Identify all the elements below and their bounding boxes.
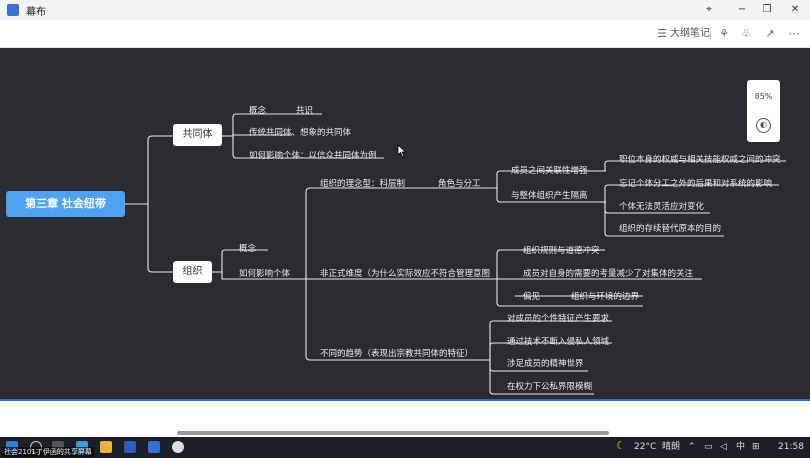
horizontal-scrollbar[interactable] bbox=[177, 431, 609, 435]
root-node[interactable]: 第三章 社会纽带 bbox=[6, 191, 125, 217]
public-private-node[interactable]: 在权力下公私界限模糊 bbox=[507, 382, 593, 392]
taskbar: ☾ 22°C 晴朗 ⌃ ▭ ◁ 中 ⊞ 21:58 bbox=[0, 437, 810, 458]
word-icon[interactable] bbox=[124, 441, 136, 453]
role-division-node[interactable]: 角色与分工 bbox=[438, 179, 481, 189]
zoom-level[interactable]: 85% bbox=[754, 92, 773, 101]
mindmap-connectors bbox=[125, 113, 786, 395]
relation-increase-node[interactable]: 成员之间关联性增强 bbox=[511, 166, 588, 176]
trend-node[interactable]: 不同的趋势（表现出宗教共同体的特征） bbox=[320, 349, 474, 359]
network-icon[interactable]: ▭ bbox=[704, 442, 713, 452]
app-logo-icon bbox=[7, 4, 19, 16]
spiritual-world-node[interactable]: 涉足成员的精神世界 bbox=[507, 359, 584, 369]
zoom-panel: 85% ◐ bbox=[747, 80, 780, 142]
community-concept-node[interactable]: 概念 bbox=[249, 106, 267, 116]
prejudice-node[interactable]: 偏见 bbox=[523, 292, 541, 302]
community-influence-node[interactable]: 如何影响个体：以信众共同体为例 bbox=[249, 151, 377, 161]
window-title: 幕布 bbox=[26, 7, 46, 18]
boundary-node[interactable]: 组织与环境的边界 bbox=[571, 292, 640, 302]
volume-icon[interactable]: ◁ bbox=[720, 442, 727, 452]
clock[interactable]: 21:58 bbox=[778, 442, 804, 452]
organization-influence-node[interactable]: 如何影响个体 bbox=[239, 269, 291, 279]
weather-label: 晴朗 bbox=[662, 442, 681, 452]
outline-icon[interactable]: ☰ bbox=[657, 27, 667, 40]
goal-substitution-node[interactable]: 组织的存续替代原本的目的 bbox=[619, 224, 722, 234]
maximize-button[interactable]: ❐ bbox=[762, 4, 772, 15]
ime-indicator[interactable]: 中 bbox=[736, 442, 746, 452]
canvas-bottom-border bbox=[0, 399, 810, 401]
rules-ethics-node[interactable]: 组织规则与道德冲突 bbox=[523, 246, 600, 256]
organization-node[interactable]: 组织 bbox=[173, 261, 212, 283]
weather-moon-icon: ☾ bbox=[616, 439, 626, 452]
close-button[interactable]: ✕ bbox=[790, 4, 800, 15]
outline-notes-button[interactable]: 大纲笔记 bbox=[670, 28, 710, 39]
authority-conflict-node[interactable]: 职位本身的权威与相关技能权威之间的冲突 bbox=[619, 155, 781, 165]
more-icon[interactable]: ⋯ bbox=[788, 27, 800, 40]
ideal-type-node[interactable]: 组织的理念型：科层制 bbox=[320, 179, 406, 189]
file-explorer-icon[interactable] bbox=[100, 441, 112, 453]
mindmap-icon[interactable]: ⚘ bbox=[719, 27, 729, 40]
share-icon[interactable]: ↗ bbox=[765, 27, 775, 40]
collaborate-icon[interactable]: ♧ bbox=[741, 27, 751, 40]
tray-chevron-icon[interactable]: ⌃ bbox=[688, 442, 696, 452]
tech-invasion-node[interactable]: 通过技术不断入侵私人领域 bbox=[507, 337, 610, 347]
pin-icon[interactable]: ⌖ bbox=[706, 4, 712, 15]
personality-demands-node[interactable]: 对成员的个性特征产生要求 bbox=[507, 314, 610, 324]
input-mode-icon[interactable]: ⊞ bbox=[752, 442, 760, 452]
cannot-adapt-node[interactable]: 个体无法灵活应对变化 bbox=[619, 202, 705, 212]
alienation-node[interactable]: 与整体组织产生隔离 bbox=[511, 191, 588, 201]
screen-share-caption: 社会2101丁伊函的共享屏幕 bbox=[2, 447, 94, 457]
forget-system-node[interactable]: 忘记个体分工之外的后果和对系统的影响 bbox=[619, 179, 773, 189]
self-needs-node[interactable]: 成员对自身的需要的考量减少了对集体的关注 bbox=[523, 269, 694, 279]
title-bar: 幕布 ⌖ − ❐ ✕ bbox=[0, 0, 810, 20]
mubu-app-icon[interactable] bbox=[148, 441, 160, 453]
temperature-label: 22°C bbox=[634, 442, 657, 452]
traditional-community-node[interactable]: 传统共同体、想象的共同体 bbox=[249, 128, 352, 138]
community-consensus-node[interactable]: 共识 bbox=[296, 106, 314, 116]
minimize-button[interactable]: − bbox=[737, 4, 747, 15]
mindmap-canvas[interactable]: 第三章 社会纽带 共同体 概念 共识 传统共同体、想象的共同体 如何影响个体：以… bbox=[0, 48, 810, 401]
organization-concept-node[interactable]: 概念 bbox=[239, 244, 257, 254]
toolbar-divider bbox=[710, 27, 711, 41]
toolbar: ☰ 大纲笔记 ⚘ ♧ ↗ ⋯ bbox=[0, 20, 810, 48]
theme-palette-icon[interactable]: ◐ bbox=[756, 118, 771, 133]
chrome-icon[interactable] bbox=[172, 441, 184, 453]
community-node[interactable]: 共同体 bbox=[173, 124, 222, 146]
informal-dimension-node[interactable]: 非正式维度（为什么实际效应不符合管理意图 bbox=[320, 269, 491, 279]
mouse-cursor-icon bbox=[397, 144, 407, 158]
